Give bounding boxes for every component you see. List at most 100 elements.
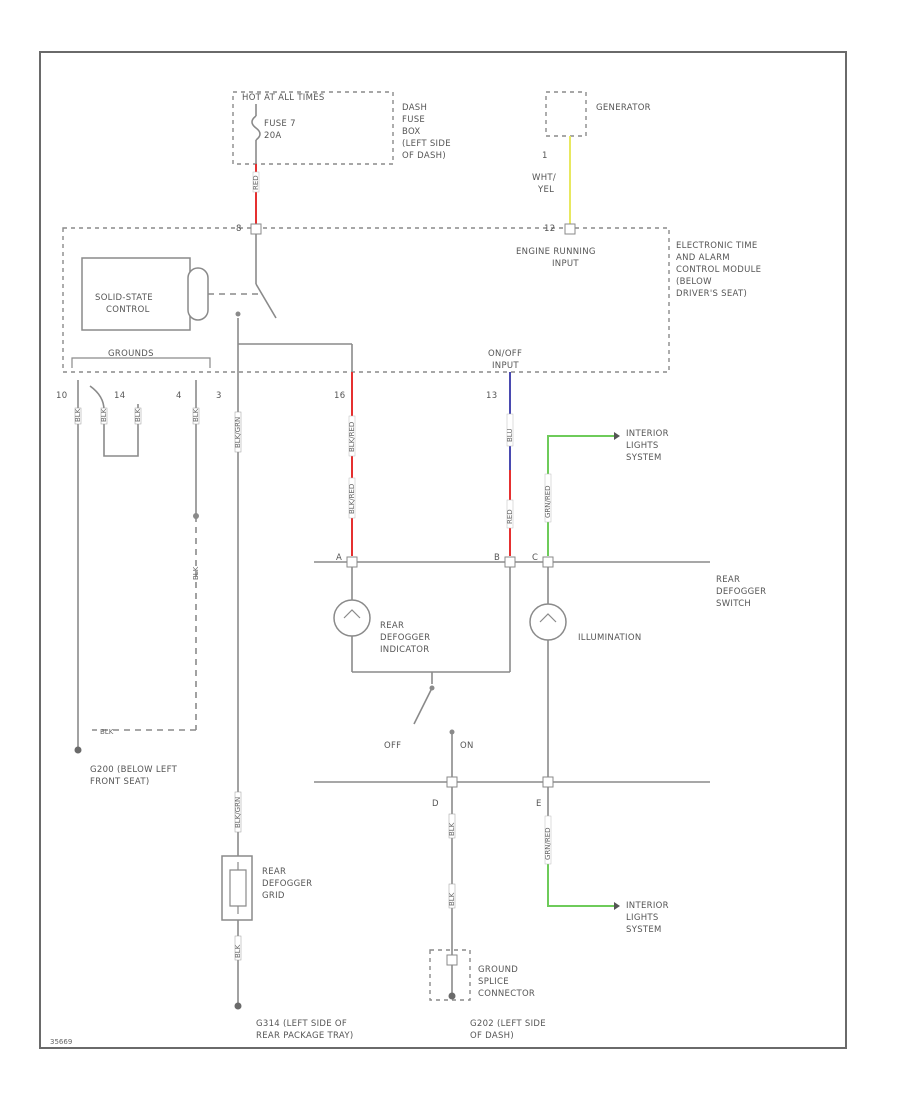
switch-pin-b-label: B — [494, 553, 500, 563]
rear-switch-label-2: DEFOGGER — [716, 587, 766, 597]
interior-lights-bottom-label-3: SYSTEM — [626, 925, 662, 935]
on-off-input-label-2: INPUT — [492, 361, 519, 371]
generator-wire-code-1: WHT/ — [532, 173, 556, 183]
wire-illum-in-green — [547, 435, 614, 556]
module-pin-14-label: 14 — [114, 391, 125, 401]
wire-code-gnd3: BLK — [134, 408, 142, 422]
wire-code-pin3: BLK/GRN — [234, 417, 242, 448]
wire-code-horizontal: BLK — [100, 728, 114, 736]
wire-tag — [74, 407, 82, 425]
splice-ground-label-1: G202 (LEFT SIDE — [470, 1019, 546, 1029]
switch-off-label: OFF — [384, 741, 401, 751]
interior-lights-bottom-label-2: LIGHTS — [626, 913, 659, 923]
rear-defogger-grid — [221, 855, 253, 921]
solid-state-label-1: SOLID-STATE — [95, 293, 153, 303]
splice-label-3: CONNECTOR — [478, 989, 535, 999]
left-ground-label-1: G200 (BELOW LEFT — [90, 765, 178, 775]
module-pin-3-label: 3 — [216, 391, 222, 401]
left-ground-label-2: FRONT SEAT) — [90, 777, 149, 787]
wire-tag — [234, 935, 242, 961]
switch-pin-a — [346, 556, 358, 568]
wire-tag — [192, 407, 200, 425]
splice-label-2: SPLICE — [478, 977, 509, 987]
arrow-interior-lights-top — [614, 432, 620, 440]
wire-code-gnd2: BLK — [100, 408, 108, 422]
interior-lights-top-label-2: LIGHTS — [626, 441, 659, 451]
ground-splice-connector — [429, 949, 471, 1001]
diagram-frame — [39, 51, 847, 1049]
solid-state-label-2: CONTROL — [106, 305, 150, 315]
wire-code-illum-out: GRN/RED — [544, 827, 552, 860]
module-pin-12-label: 12 — [544, 224, 555, 234]
ground-terminal-splice — [448, 992, 456, 1000]
wire-tag — [544, 473, 552, 523]
indicator-lamp-filament — [343, 609, 361, 619]
grid-resistor-symbol — [229, 862, 247, 914]
rear-switch-label-1: REAR — [716, 575, 740, 585]
ground-terminal-left — [74, 746, 82, 754]
switch-on-label: ON — [460, 741, 474, 751]
module-pin-8-label: 8 — [236, 224, 242, 234]
splice-pin — [446, 954, 458, 966]
module-pin-10-label: 10 — [56, 391, 67, 401]
module-label-1: ELECTRONIC TIME — [676, 241, 758, 251]
engine-running-input-label-1: ENGINE RUNNING — [516, 247, 596, 257]
switch-pin-d — [446, 776, 458, 788]
wire-tag — [448, 883, 456, 909]
module-pin-8 — [250, 223, 262, 235]
module-pin-4-label: 4 — [176, 391, 182, 401]
wire-code-pin16-upper: BLK/RED — [348, 422, 356, 452]
interior-lights-top-label-1: INTERIOR — [626, 429, 669, 439]
engine-running-input-label-2: INPUT — [552, 259, 579, 269]
wire-code-illum-in: GRN/RED — [544, 485, 552, 518]
fuse-box-header: HOT AT ALL TIMES — [242, 93, 325, 103]
relay-contact — [255, 283, 277, 319]
indicator-lamp — [333, 599, 371, 637]
wire-tag — [348, 415, 356, 457]
arrow-interior-lights-bottom — [614, 902, 620, 910]
fuse-box-location-2: FUSE — [402, 115, 425, 125]
interior-lights-bottom-label-1: INTERIOR — [626, 901, 669, 911]
ground-wire-pin14-loop — [89, 385, 139, 457]
wire-tag — [134, 407, 142, 425]
module-label-2: AND ALARM — [676, 253, 730, 263]
wire-code-grid-top: BLK/GRN — [234, 797, 242, 828]
wire-color-tag — [252, 171, 260, 193]
switch-pin-d-label: D — [432, 799, 439, 809]
indicator-label-2: DEFOGGER — [380, 633, 430, 643]
wire-code-switch-out: BLK — [448, 822, 456, 836]
indicator-label-3: INDICATOR — [380, 645, 430, 655]
interior-lights-top-label-3: SYSTEM — [626, 453, 662, 463]
ground-terminal-grid — [234, 1002, 242, 1010]
grid-ground-label-2: REAR PACKAGE TRAY) — [256, 1031, 353, 1041]
wire-tag — [544, 815, 552, 865]
grid-label-1: REAR — [262, 867, 286, 877]
switch-pin-a-label: A — [336, 553, 342, 563]
wire-code-grid-bottom: BLK — [234, 944, 242, 958]
grounds-bracket — [71, 357, 211, 368]
generator-pin: 1 — [542, 151, 548, 161]
module-pin-13-label: 13 — [486, 391, 497, 401]
module-label-3: CONTROL MODULE — [676, 265, 761, 275]
wire-code-switch-out-2: BLK — [448, 892, 456, 906]
diagram-code: 35669 — [50, 1038, 72, 1046]
wire-tag — [234, 411, 242, 453]
control-module-box — [62, 227, 670, 373]
fuse-box-location-1: DASH — [402, 103, 427, 113]
on-off-input-label-1: ON/OFF — [488, 349, 522, 359]
wire-tag — [448, 813, 456, 839]
module-label-4: (BELOW — [676, 277, 712, 287]
wire-code-pin13-lower: RED — [506, 509, 514, 524]
grounds-label: GROUNDS — [108, 349, 154, 359]
grid-label-2: DEFOGGER — [262, 879, 312, 889]
solid-state-coil — [187, 267, 209, 321]
fuse-box — [232, 91, 394, 165]
wire-code-fuse: RED — [252, 175, 260, 190]
fuse-box-location-3: BOX — [402, 127, 421, 137]
generator-box — [545, 91, 587, 137]
module-pin-12 — [564, 223, 576, 235]
grid-label-3: GRID — [262, 891, 285, 901]
switch-pin-e-label: E — [536, 799, 542, 809]
wire-code-pin16-lower: BLK/RED — [348, 484, 356, 514]
